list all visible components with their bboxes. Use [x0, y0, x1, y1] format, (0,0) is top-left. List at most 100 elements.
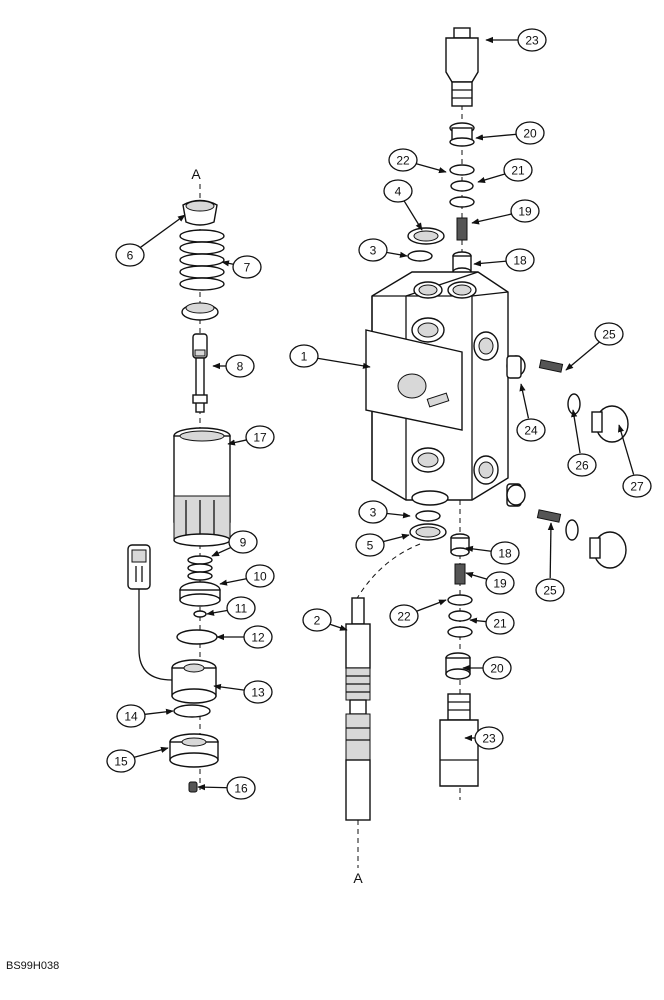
- callout-bubble: [225, 354, 255, 378]
- callout-bubble: [106, 749, 136, 773]
- leader-line: [213, 683, 247, 692]
- callout-bubble: [243, 680, 273, 704]
- callout-label: 25: [543, 584, 557, 598]
- callout-bubble: [245, 425, 275, 449]
- axis-label-top: A: [191, 166, 201, 182]
- figure-id: BS99H038: [6, 960, 60, 972]
- callout-3: 3: [358, 500, 411, 524]
- callout-bubble: [289, 344, 319, 368]
- part-17-housing: [173, 427, 231, 547]
- callout-26: 26: [567, 409, 597, 477]
- callout-label: 16: [234, 782, 248, 796]
- callout-bubble: [505, 248, 535, 272]
- callout-20: 20: [462, 656, 512, 680]
- part-24-plunger-upper: [506, 355, 526, 379]
- callout-label: 23: [525, 34, 539, 48]
- callout-1: 1: [289, 344, 371, 369]
- leader-line: [465, 545, 494, 553]
- leader-line: [139, 214, 186, 249]
- callout-4: 4: [383, 179, 423, 231]
- callout-bubble: [510, 199, 540, 223]
- part-19-spring-lower: [454, 563, 466, 585]
- callout-bubble: [383, 179, 413, 203]
- callout-27: 27: [617, 424, 652, 498]
- callout-label: 6: [127, 249, 134, 263]
- part-10-seat: [179, 581, 221, 607]
- callout-label: 5: [367, 539, 374, 553]
- callout-label: 12: [251, 631, 265, 645]
- callout-bubble: [355, 533, 385, 557]
- part-19-spring-upper: [456, 217, 468, 241]
- callout-8: 8: [212, 354, 255, 378]
- part-6-upper-cap: [182, 199, 218, 226]
- leader-line: [519, 383, 530, 419]
- leader-line: [565, 341, 601, 371]
- callout-label: 24: [524, 424, 538, 438]
- callout-label: 20: [523, 127, 537, 141]
- right-valve-body: A: [345, 27, 629, 886]
- leader-line: [219, 577, 249, 586]
- callout-label: 22: [397, 610, 411, 624]
- leader-line: [469, 617, 489, 624]
- leader-line: [384, 251, 408, 258]
- callout-23: 23: [464, 726, 504, 750]
- callout-bubble: [516, 418, 546, 442]
- callout-bubble: [358, 500, 388, 524]
- part-20-lower: [445, 652, 471, 680]
- callout-label: 7: [244, 261, 251, 275]
- callout-bubble: [594, 322, 624, 346]
- part-1-valve-block: [365, 271, 509, 506]
- callout-bubble: [503, 158, 533, 182]
- leader-line: [403, 200, 423, 231]
- callout-label: 17: [253, 431, 267, 445]
- callout-23: 23: [485, 28, 547, 52]
- callout-21: 21: [477, 158, 533, 183]
- part-24-plunger-lower: [506, 483, 526, 507]
- callout-16: 16: [197, 776, 256, 800]
- callout-label: 18: [513, 254, 527, 268]
- callout-bubble: [228, 530, 258, 554]
- callout-label: 4: [395, 185, 402, 199]
- callout-label: 14: [124, 710, 138, 724]
- callout-label: 21: [511, 164, 525, 178]
- part-16-screw: [188, 781, 198, 793]
- leader-line: [206, 609, 230, 616]
- callout-bubble: [243, 625, 273, 649]
- part-7-spring: [179, 229, 225, 291]
- leader-line: [132, 746, 169, 759]
- callout-15: 15: [106, 746, 169, 773]
- sensor-connector: [127, 544, 173, 681]
- leader-line: [414, 162, 447, 174]
- part-18-poppet-lower: [450, 533, 470, 557]
- callout-label: 27: [630, 480, 644, 494]
- callout-5: 5: [355, 533, 410, 557]
- part-13-coil: [171, 659, 217, 704]
- part-26-ring-lower: [565, 519, 579, 541]
- callout-22: 22: [388, 148, 447, 174]
- callout-18: 18: [465, 541, 520, 565]
- part-27-cap-upper: [591, 405, 629, 443]
- callout-9: 9: [211, 530, 258, 557]
- leader-line: [473, 260, 509, 267]
- callout-label: 11: [235, 602, 248, 616]
- part-2-spool: [345, 543, 421, 868]
- callout-label: 25: [602, 328, 616, 342]
- part-22-ring-upper-a: [449, 164, 475, 176]
- callout-25: 25: [565, 322, 624, 371]
- callout-bubble: [232, 255, 262, 279]
- callout-11: 11: [206, 596, 256, 620]
- part-27-cap-lower: [589, 531, 627, 569]
- callout-12: 12: [216, 625, 273, 649]
- part-23-lower-plug: [439, 693, 479, 787]
- callout-bubble: [622, 474, 652, 498]
- callout-2: 2: [302, 608, 348, 632]
- part-3-ring-lower: [415, 510, 441, 522]
- axis-label-bottom: A: [353, 870, 363, 886]
- callout-label: 9: [240, 536, 247, 550]
- part-14-ring: [173, 704, 211, 718]
- callout-20: 20: [475, 121, 545, 145]
- callout-label: 22: [396, 154, 410, 168]
- leader-line: [477, 172, 507, 183]
- callout-13: 13: [213, 680, 273, 704]
